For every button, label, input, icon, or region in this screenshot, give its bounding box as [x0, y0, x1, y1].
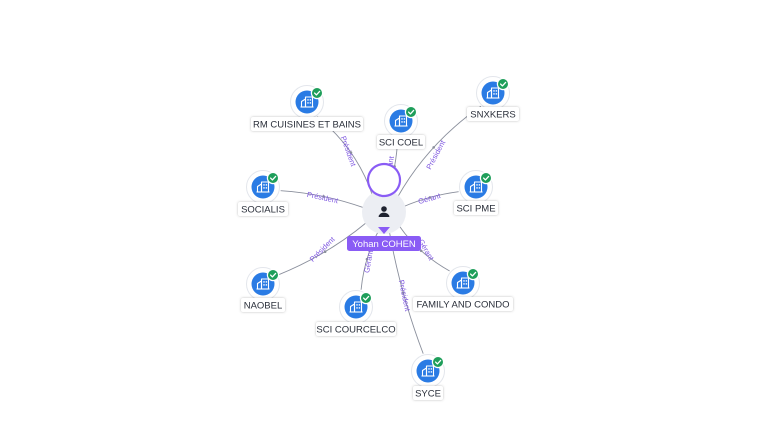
company-label-naobel: NAOBEL [241, 298, 285, 312]
relation-label-syce: Président [397, 279, 413, 313]
building-icon [256, 181, 270, 193]
person-icon [378, 206, 390, 217]
edge-arrow-scipme [428, 196, 432, 199]
company-node-snxkers[interactable]: SNXKERS [467, 76, 519, 122]
relation-label-courcelco: Gérant [362, 249, 375, 274]
company-node-coel[interactable]: SCI COEL [377, 104, 425, 150]
pin-tail [378, 227, 390, 234]
company-node-naobel[interactable]: NAOBEL [241, 267, 285, 313]
company-node-socialis[interactable]: SOCIALIS [238, 170, 288, 217]
verified-check-icon [479, 171, 493, 185]
company-name: SCI PME [456, 204, 495, 215]
company-name: SCI COEL [379, 138, 423, 149]
company-name: SYCE [415, 389, 441, 400]
company-label-syce: SYCE [413, 386, 443, 400]
company-node-courcelco[interactable]: SCI COURCELCO [316, 290, 396, 337]
company-name: NAOBEL [244, 301, 283, 312]
verified-check-icon [466, 267, 480, 281]
company-label-family: FAMILY AND CONDO [413, 297, 513, 311]
company-node-scipme[interactable]: SCI PME [454, 170, 498, 216]
edge-arrow-snxkers [432, 146, 435, 149]
relation-label-socialis: Président [306, 190, 340, 206]
verified-check-icon [266, 171, 280, 185]
relation-label-naobel: Président [308, 234, 337, 263]
verified-check-icon [431, 355, 445, 369]
company-label-rm: RM CUISINES ET BAINS [251, 117, 363, 131]
verified-check-icon [310, 86, 324, 100]
nodes-layer: RM CUISINES ET BAINS SCI COEL SNXKERS SOCIA… [238, 76, 519, 401]
company-name: SNXKERS [470, 110, 515, 121]
edge-arrow-naobel [323, 250, 327, 253]
company-node-rm[interactable]: RM CUISINES ET BAINS [251, 85, 363, 132]
company-label-socialis: SOCIALIS [238, 202, 288, 216]
company-label-snxkers: SNXKERS [467, 107, 519, 121]
center-person-node[interactable]: Yohan COHEN [347, 162, 421, 251]
edge-arrow-socialis [322, 195, 325, 198]
verified-check-icon [266, 268, 280, 282]
verified-check-icon [404, 105, 418, 119]
relation-label-scipme: Gérant [417, 191, 442, 206]
center-person-label: Yohan COHEN [352, 239, 416, 250]
edge-arrow-rm [349, 151, 353, 154]
verified-check-icon [496, 77, 510, 91]
relation-label-rm: Président [339, 135, 359, 169]
company-label-scipme: SCI PME [454, 201, 498, 215]
edge-arrow-courcelco [365, 257, 369, 261]
company-name: FAMILY AND CONDO [416, 300, 509, 311]
building-icon [469, 181, 483, 193]
edge-arrow-family [419, 249, 423, 253]
company-node-syce[interactable]: SYCE [411, 354, 445, 401]
company-name: SOCIALIS [241, 205, 285, 216]
company-node-family[interactable]: FAMILY AND CONDO [413, 266, 513, 312]
verified-check-icon [359, 291, 373, 305]
center-pin [366, 162, 402, 198]
edge-arrow-syce [401, 291, 405, 295]
company-name: RM CUISINES ET BAINS [253, 120, 361, 131]
center-label-box [347, 236, 421, 251]
company-label-courcelco: SCI COURCELCO [316, 322, 396, 336]
company-name: SCI COURCELCO [316, 325, 395, 336]
center-halo [362, 190, 406, 234]
company-label-coel: SCI COEL [377, 135, 425, 149]
